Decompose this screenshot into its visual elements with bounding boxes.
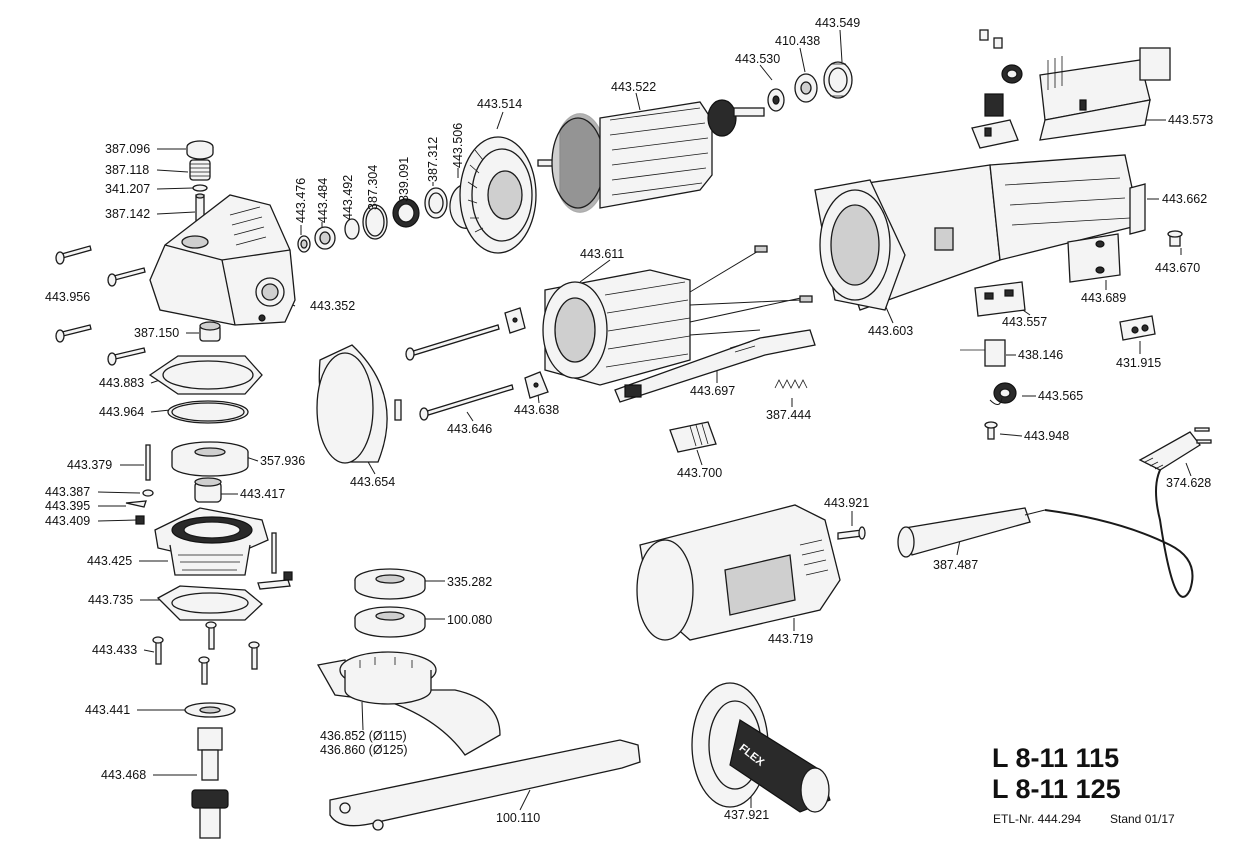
flange-gasket — [156, 585, 263, 621]
part-label: 443.697 — [690, 384, 736, 398]
switch-assembly — [1039, 47, 1171, 141]
part-label: 443.670 — [1155, 261, 1201, 275]
part-label: 436.860 (Ø125) — [320, 743, 408, 757]
part-label: 443.441 — [85, 703, 131, 717]
part-label: 339.091 — [397, 156, 411, 202]
grip-handle — [691, 682, 831, 813]
gear-and-bearing-assembly — [154, 507, 293, 590]
part-label: 443.603 — [868, 324, 914, 338]
part-label: 443.379 — [67, 458, 113, 472]
part-label: 387.096 — [105, 142, 151, 156]
part-label: 443.719 — [768, 632, 814, 646]
wheel-guard — [316, 651, 501, 756]
spindle — [184, 702, 236, 839]
gasket-and-o-ring — [148, 355, 263, 424]
part-label: 410.438 — [775, 34, 821, 48]
model-title-line-1: L 8-11 115 — [992, 743, 1120, 773]
part-label: 443.964 — [99, 405, 145, 419]
part-label: 443.352 — [310, 299, 356, 313]
armature-bearing-set — [767, 61, 853, 112]
right-small-parts — [960, 183, 1183, 440]
model-title-line-2: L 8-11 125 — [992, 774, 1121, 804]
armature — [537, 99, 765, 213]
part-label: 443.662 — [1162, 192, 1208, 206]
part-label: 387.150 — [134, 326, 180, 340]
part-label: 443.522 — [611, 80, 657, 94]
part-label: 443.387 — [45, 485, 91, 499]
part-label: 436.852 (Ø115) — [320, 729, 407, 743]
part-label: 387.487 — [933, 558, 979, 572]
part-label: 438.146 — [1018, 348, 1064, 362]
part-label: 443.395 — [45, 499, 91, 513]
part-label: 374.628 — [1166, 476, 1212, 490]
part-label: 443.565 — [1038, 389, 1084, 403]
part-label: 443.409 — [45, 514, 91, 528]
part-label: 443.611 — [580, 247, 625, 261]
motor-cover — [636, 504, 841, 641]
part-label: 443.735 — [88, 593, 134, 607]
part-label: 443.700 — [677, 466, 723, 480]
part-label: 443.468 — [101, 768, 147, 782]
part-label: 443.506 — [451, 122, 465, 168]
part-label: 387.118 — [105, 163, 150, 177]
part-label: 335.282 — [447, 575, 493, 589]
part-label: 443.921 — [824, 496, 870, 510]
part-label: 387.304 — [366, 164, 380, 210]
part-label: 443.638 — [514, 403, 560, 417]
needle-bearing — [199, 321, 221, 342]
part-label: 443.573 — [1168, 113, 1214, 127]
part-label: 443.883 — [99, 376, 145, 390]
gear-housing — [149, 194, 296, 326]
part-label: 387.142 — [105, 207, 151, 221]
side-handle — [897, 507, 1046, 558]
switch-rod — [614, 329, 816, 403]
long-screws — [405, 324, 514, 421]
part-label: 443.417 — [240, 487, 286, 501]
part-label: 443.956 — [45, 290, 91, 304]
part-label: 443.476 — [294, 177, 308, 223]
part-label: 443.654 — [350, 475, 396, 489]
spindle-lock-parts — [186, 140, 214, 226]
part-label: 100.080 — [447, 613, 493, 627]
stator — [542, 245, 813, 386]
part-label: 341.207 — [105, 182, 151, 196]
part-label: 443.557 — [1002, 315, 1048, 329]
fan-wheel — [459, 136, 537, 254]
bearing-flange — [145, 441, 249, 481]
part-label: 443.433 — [92, 643, 138, 657]
part-label: 387.312 — [426, 136, 440, 182]
wheel-guard-top — [316, 344, 402, 464]
part-label: 357.936 — [260, 454, 306, 468]
housing-screws — [55, 245, 146, 366]
part-label: 387.444 — [766, 408, 812, 422]
spring — [774, 379, 808, 389]
flange-nuts — [354, 568, 426, 638]
power-cable — [1044, 427, 1212, 598]
part-label: 443.514 — [477, 97, 523, 111]
part-label: 437.921 — [724, 808, 770, 822]
motor-housing — [814, 154, 1141, 311]
brush-holder-parts — [971, 29, 1023, 149]
small-parts-cluster — [125, 477, 222, 525]
part-label: 443.646 — [447, 422, 493, 436]
part-label: 443.689 — [1081, 291, 1127, 305]
part-label: 443.530 — [735, 52, 781, 66]
part-label: 100.110 — [496, 811, 541, 825]
part-label: 443.484 — [316, 177, 330, 223]
brackets — [504, 307, 549, 399]
part-label: 443.549 — [815, 16, 861, 30]
part-label: 443.492 — [341, 174, 355, 220]
spanner — [329, 739, 641, 831]
part-label: 443.425 — [87, 554, 133, 568]
cover-screw — [837, 526, 866, 540]
part-label: 443.948 — [1024, 429, 1070, 443]
switch-button — [669, 421, 717, 453]
part-label: 431.915 — [1116, 356, 1162, 370]
etl-number: ETL-Nr. 444.294 — [993, 812, 1082, 826]
revision-date: Stand 01/17 — [1110, 812, 1175, 826]
flange-screws — [152, 621, 260, 685]
